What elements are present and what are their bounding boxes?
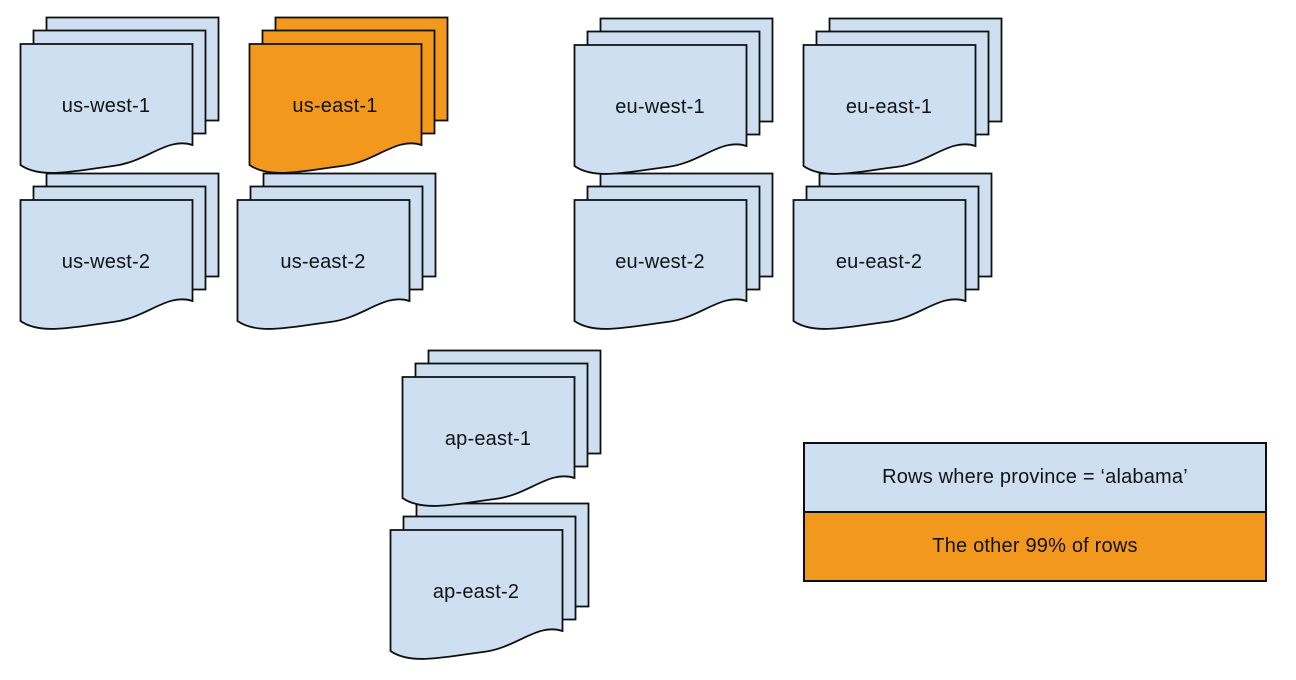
stack-us-west-2: us-west-2 bbox=[19, 172, 221, 330]
stack-eu-west-1: eu-west-1 bbox=[573, 17, 775, 175]
document-stack-icon bbox=[792, 172, 993, 330]
stack-ap-east-1: ap-east-1 bbox=[401, 349, 603, 507]
front-document-icon bbox=[802, 44, 977, 175]
stack-eu-east-1: eu-east-1 bbox=[802, 17, 1004, 175]
document-stack-icon bbox=[19, 16, 220, 174]
document-stack-icon bbox=[573, 17, 774, 175]
document-stack-icon bbox=[19, 172, 220, 330]
document-stack-icon bbox=[401, 349, 602, 507]
legend-item-alabama-rows: Rows where province = ‘alabama’ bbox=[805, 444, 1265, 511]
document-stack-icon bbox=[802, 17, 1003, 175]
document-stack-icon bbox=[236, 172, 437, 330]
front-document-icon bbox=[19, 199, 194, 330]
stack-eu-east-2: eu-east-2 bbox=[792, 172, 994, 330]
front-document-icon bbox=[792, 199, 967, 330]
front-document-icon bbox=[248, 43, 423, 174]
front-document-icon bbox=[573, 44, 748, 175]
front-document-icon bbox=[389, 529, 564, 660]
legend-item-label: The other 99% of rows bbox=[932, 535, 1138, 557]
document-stack-icon bbox=[389, 502, 590, 660]
document-stack-icon bbox=[573, 172, 774, 330]
front-document-icon bbox=[19, 43, 194, 174]
stack-us-east-1: us-east-1 bbox=[248, 16, 450, 174]
stack-ap-east-2: ap-east-2 bbox=[389, 502, 591, 660]
legend-item-label: Rows where province = ‘alabama’ bbox=[882, 466, 1188, 488]
front-document-icon bbox=[401, 376, 576, 507]
legend-item-other-rows: The other 99% of rows bbox=[805, 511, 1265, 580]
document-stack-icon bbox=[248, 16, 449, 174]
stack-us-east-2: us-east-2 bbox=[236, 172, 438, 330]
front-document-icon bbox=[573, 199, 748, 330]
front-document-icon bbox=[236, 199, 411, 330]
stack-us-west-1: us-west-1 bbox=[19, 16, 221, 174]
stack-eu-west-2: eu-west-2 bbox=[573, 172, 775, 330]
legend: Rows where province = ‘alabama’ The othe… bbox=[803, 442, 1267, 582]
